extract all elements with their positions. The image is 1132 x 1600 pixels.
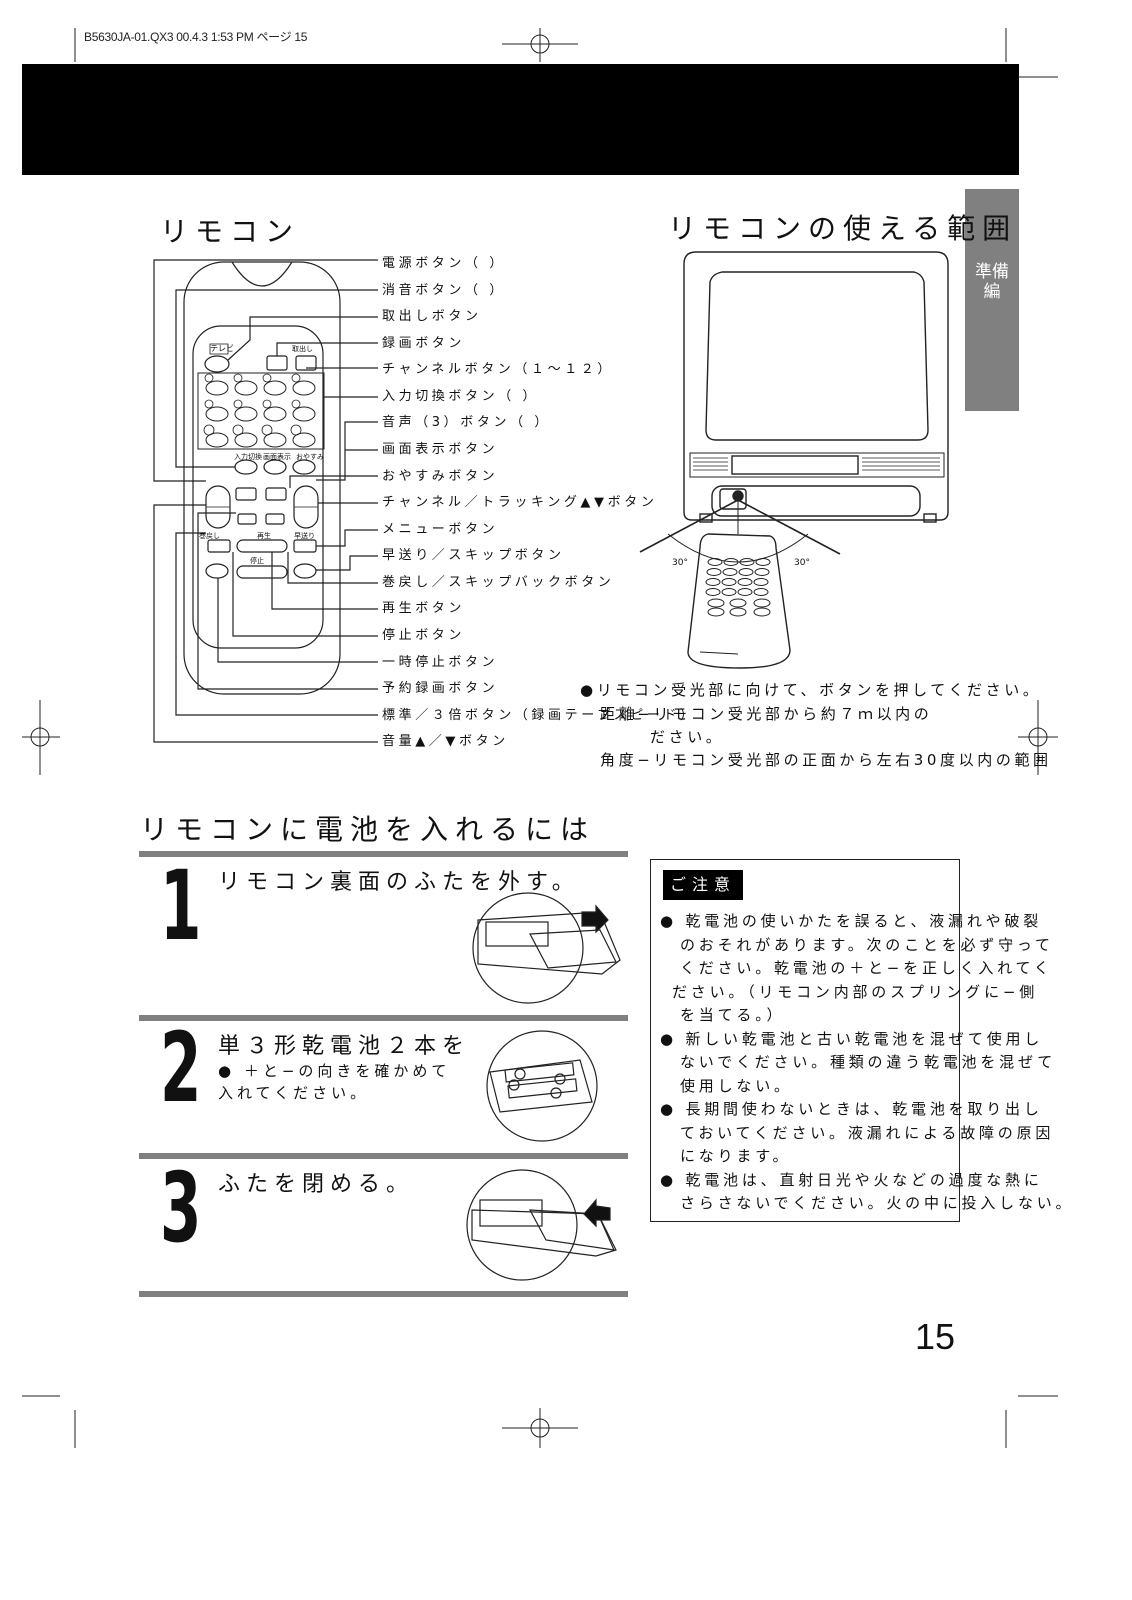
callout-speed: 標準／３倍ボタン（録画テープスピード） (382, 708, 697, 723)
side-tab-label: 準備編 (975, 262, 1009, 302)
page-number: 15 (915, 1316, 956, 1357)
remote-eject-label: 取出し (292, 345, 313, 353)
step-2-note: ● ＋と−の向きを確かめて入れてください。 (218, 1062, 451, 1102)
remote-rew-label: 巻戻し (199, 532, 220, 540)
callout-leaders (153, 259, 378, 743)
caution-line: を当てる。） (680, 1006, 786, 1024)
callout-pause: 一時停止ボタン (382, 655, 499, 670)
caution-line: ておいてください。液漏れによる故障の原因 (680, 1123, 1055, 1142)
caution-line: ● 長期間使わないときは、乾電池を取り出し (660, 1100, 1043, 1118)
step-3-title: ふたを閉める。 (218, 1172, 415, 1197)
remote-btn-a-label: 入力切換 (234, 453, 262, 461)
callout-volume: 音量▲／▼ボタン (382, 734, 509, 749)
battery-section-title: リモコンに電池を入れるには (140, 813, 596, 846)
header-band (22, 64, 1019, 175)
remote-illustration (183, 261, 341, 695)
remote-btn-b-label: 画面表示 (263, 453, 291, 461)
callout-channel-keys: チャンネルボタン（１〜１２） (382, 362, 615, 377)
callout-record: 録画ボタン (382, 336, 466, 351)
range-note-distance: 距離−リモコン受光部から約７ｍ以内の範囲でご使用ください。 (600, 705, 933, 723)
remote-tv-label: テレビ (210, 344, 234, 353)
callout-eject: 取出しボタン (382, 309, 482, 324)
range-note-angle: 角度−リモコン受光部の正面から左右30度以内の範囲 (600, 751, 1052, 769)
range-note-lead: ●リモコン受光部に向けて、ボタンを押してください。 (580, 681, 1042, 699)
caution-line: になります。 (680, 1147, 792, 1165)
step-2-number: 2 (160, 1012, 202, 1124)
callout-rew: 巻戻し／スキップバックボタン (382, 575, 615, 590)
callout-play: 再生ボタン (382, 601, 466, 616)
print-slug: B5630JA-01.QX3 00.4.3 1:53 PM ページ 15 (84, 30, 308, 44)
step-rule-2 (139, 1015, 628, 1021)
caution-line: ● 新しい乾電池と古い乾電池を混ぜて使用し (660, 1029, 1044, 1048)
range-note-distance-cont: ださい。 (650, 728, 725, 746)
step-1-number: 1 (160, 850, 202, 962)
callout-display: 画面表示ボタン (382, 442, 499, 457)
callout-stop: 停止ボタン (382, 628, 466, 643)
angle-left-label: 30° (672, 558, 688, 568)
range-section-title: リモコンの使える範囲 (668, 212, 1018, 245)
step-1-title: リモコン裏面のふたを外す。 (218, 870, 580, 895)
caution-line: 使用しない。 (680, 1076, 793, 1095)
remote-section-title: リモコン (160, 215, 301, 248)
step-rule-bottom (139, 1291, 628, 1297)
caution-list: ● 乾電池の使いかたを誤ると、液漏れや破裂 のおそれがあります。次のことを必ず守… (660, 910, 1075, 1216)
callout-power: 電源ボタン（ ） (382, 256, 506, 271)
remote-btn-c-label: おやすみ (296, 453, 324, 461)
caution-box (650, 859, 960, 1222)
tv-illustration (639, 251, 949, 669)
step-2-title: 単３形乾電池２本を (218, 1034, 471, 1059)
side-tab (965, 189, 1019, 411)
callout-input: 入力切換ボタン（ ） (382, 389, 540, 404)
callout-mute: 消音ボタン（ ） (382, 283, 506, 298)
callout-sleep: おやすみボタン (382, 469, 499, 484)
caution-line: ● 乾電池は、直射日光や火などの過度な熱に (660, 1170, 1043, 1189)
callout-channel-tracking: チャンネル／トラッキング▲▼ボタン (382, 495, 658, 510)
callout-timer-rec: 予約録画ボタン (382, 681, 499, 696)
caution-line: のおそれがあります。次のことを必ず守って (680, 935, 1054, 954)
remote-play-label: 再生 (257, 532, 271, 540)
step-rule-3 (139, 1153, 628, 1159)
angle-right-label: 30° (794, 558, 810, 568)
battery-step-images (466, 892, 621, 1281)
step-3-number: 3 (160, 1152, 202, 1264)
callout-audio: 音声（3）ボタン（ ） (382, 415, 552, 430)
caution-line: ださい。（リモコン内部のスプリングに−側 (672, 982, 1039, 1001)
caution-line: さらさないでください。火の中に投入しない。 (680, 1194, 1075, 1212)
remote-stop-label: 停止 (250, 557, 264, 565)
callout-ff: 早送り／スキップボタン (382, 548, 565, 563)
step-rule-top (139, 851, 628, 857)
caution-line: ● 乾電池の使いかたを誤ると、液漏れや破裂 (660, 912, 1043, 930)
callout-menu: メニューボタン (382, 522, 499, 537)
caution-heading: ご注意 (663, 870, 743, 900)
remote-ff-label: 早送り (294, 532, 315, 540)
caution-line: ください。乾電池の＋と−を正しく入れてく (680, 959, 1053, 977)
caution-line: ないでください。種類の違う乾電池を混ぜて (680, 1053, 1057, 1071)
